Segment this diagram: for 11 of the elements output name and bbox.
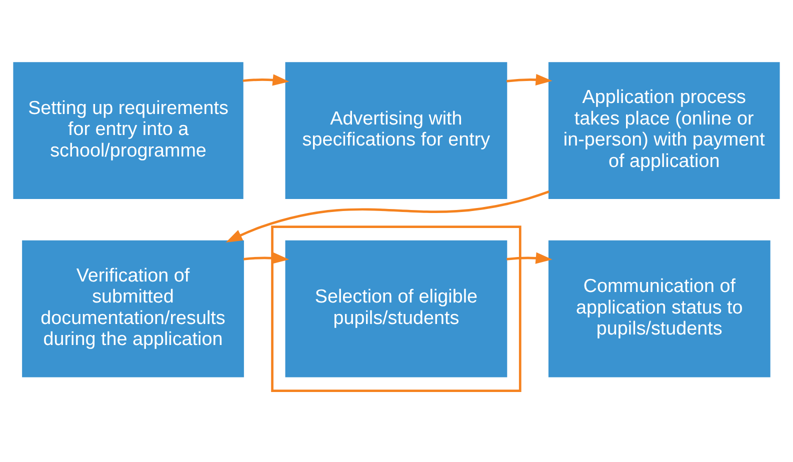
node-box: Application process takes place (online or in-person) with payment of application (548, 62, 780, 199)
arrow (243, 252, 290, 264)
arrow (226, 190, 550, 242)
node-box: Setting up requirements for entry into a school/programme (13, 62, 244, 199)
node-box: Communication of application status to pupils/students (548, 240, 770, 377)
arrow (242, 74, 290, 86)
arrow (506, 252, 552, 264)
node-box: Selection of eligible pupils/students (285, 240, 508, 377)
arrow (506, 73, 552, 86)
node-box: Advertising with specifications for entry (285, 62, 508, 199)
node-box: Verification of submitted documentation/results during the application (22, 240, 244, 377)
